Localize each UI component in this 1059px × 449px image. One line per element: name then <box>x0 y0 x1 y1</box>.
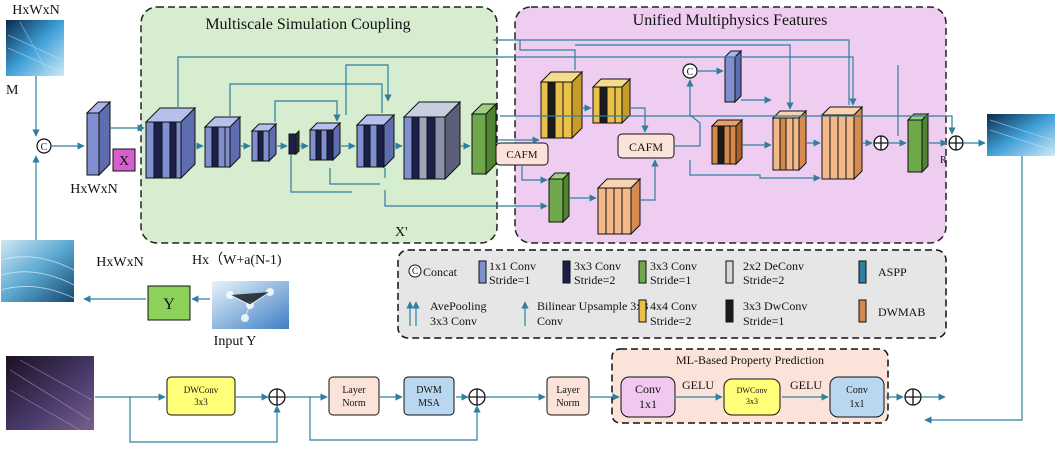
legend-aspp-icon <box>858 260 867 284</box>
green-layer-2 <box>547 171 571 224</box>
legend-concat-c: C <box>412 266 418 276</box>
layer-stack-3 <box>250 122 278 163</box>
cafm-label-2: CAFM <box>629 140 663 154</box>
dwconv-box <box>166 376 236 416</box>
gelu1-label: GELU <box>682 378 714 392</box>
legend-dwmab-icon <box>858 299 867 323</box>
legend-deconv-icon <box>725 260 734 284</box>
hx-image <box>0 240 75 302</box>
blue-small-layer <box>723 49 743 104</box>
hxwxn-left-label: HxWxN <box>96 255 143 270</box>
layer-stack-2 <box>203 115 242 169</box>
dwm-msa-l2: MSA <box>418 398 440 409</box>
m-label: M <box>6 83 19 98</box>
legend-3x3s2-l2: Stride=2 <box>574 273 615 287</box>
legend-dwconv-icon <box>725 299 734 323</box>
legend-concat-icon <box>408 264 422 278</box>
concat-c-left: C <box>41 142 48 153</box>
yellow-stack-1 <box>539 70 584 140</box>
layer-stack-7 <box>402 100 462 181</box>
conv1-l1: Conv <box>635 382 661 396</box>
layer-stack-5 <box>308 121 342 162</box>
dwm-msa-box <box>403 376 455 416</box>
x-box <box>112 148 136 172</box>
legend-deconv-l2: Stride=2 <box>743 273 784 287</box>
legend-box <box>397 249 947 339</box>
layernorm-box-2 <box>546 376 590 416</box>
green-layer-3 <box>906 112 930 174</box>
output-image <box>987 114 1055 156</box>
dwm-msa-l1: DWM <box>416 385 442 396</box>
layernorm-box-1 <box>328 376 380 416</box>
conv2-l2: 1x1 <box>850 399 865 410</box>
legend-dwconv-l1: 3x3 DwConv <box>743 299 807 313</box>
legend-3x3s2-icon <box>562 260 571 284</box>
orange-stack-3 <box>771 109 808 172</box>
bottom-arrows <box>95 393 946 443</box>
dwconv-l1: DWConv <box>184 385 219 395</box>
legend-deconv-l1: 2x2 DeConv <box>743 259 804 273</box>
legend-bilinear-l1: Bilinear Upsample 3x3 <box>537 299 648 313</box>
legend-4x4-l2: Stride=2 <box>650 314 691 328</box>
legend-3x3s1-l1: 3x3 Conv <box>650 259 697 273</box>
legend-arrows <box>406 301 529 326</box>
r-label: R <box>940 155 947 166</box>
conv-box-1 <box>620 376 676 418</box>
layer-stack-4 <box>288 129 300 156</box>
legend-bilinear-l2: Conv <box>537 314 563 328</box>
legend-aspp-label: ASPP <box>878 265 907 279</box>
flow-arrows <box>32 39 1023 424</box>
input-image-m <box>6 20 64 77</box>
legend-dwconv-l2: Stride=1 <box>743 314 784 328</box>
legend-1x1-icon <box>478 260 487 284</box>
dwconv-l2: 3x3 <box>194 397 208 407</box>
graphene-image <box>6 356 94 431</box>
legend-3x3s2-l1: 3x3 Conv <box>574 259 621 273</box>
layernorm1-l2: Norm <box>342 398 366 409</box>
layernorm2-l1: Layer <box>556 385 580 396</box>
y-box <box>147 285 191 321</box>
x-label: X <box>119 154 129 169</box>
ml-title: ML-Based Property Prediction <box>676 353 824 367</box>
conv2-l1: Conv <box>846 385 868 396</box>
green-layer-1 <box>470 102 498 176</box>
input-y-image <box>212 281 289 329</box>
layernorm2-l2: Norm <box>556 398 580 409</box>
layer-stack-1 <box>144 106 197 180</box>
cafm-label-1: CAFM <box>506 149 537 161</box>
multiscale-title: Multiscale Simulation Coupling <box>205 16 410 33</box>
x-prime-label: X' <box>395 225 408 240</box>
legend-3x3s1-l2: Stride=1 <box>650 273 691 287</box>
hxwxn-mid-label: HxWxN <box>70 182 117 197</box>
legend-concat-label: Concat <box>423 265 458 279</box>
concat-c-right: C <box>687 67 694 78</box>
orange-stack-1 <box>596 177 642 236</box>
conv-box-2 <box>829 376 885 418</box>
hxwxn-top-label: HxWxN <box>12 3 59 18</box>
legend-avepool-l2: 3x3 Conv <box>430 314 477 328</box>
conv1-l2: 1x1 <box>639 397 657 411</box>
dwconv2-l2: 3x3 <box>746 397 758 406</box>
legend-1x1-l2: Stride=1 <box>489 273 530 287</box>
orange-stack-4 <box>820 105 864 181</box>
dwconv-box-2 <box>723 378 781 416</box>
dwconv2-l1: DWConv <box>737 386 768 395</box>
legend-3x3s1-icon <box>638 260 647 284</box>
y-label: Y <box>163 296 175 313</box>
input-y-label: Input Y <box>214 334 257 349</box>
legend-4x4-l1: 4x4 Conv <box>650 299 697 313</box>
layer-stack-6 <box>355 113 396 169</box>
legend-1x1-l1: 1x1 Conv <box>489 259 536 273</box>
hx-formula-label: Hx（W+a(N-1) <box>192 252 282 268</box>
orange-stack-2 <box>710 118 744 166</box>
unified-title: Unified Multiphysics Features <box>633 12 828 29</box>
legend-4x4-icon <box>638 299 647 323</box>
legend-dwmab-label: DWMAB <box>878 305 925 319</box>
layernorm1-l1: Layer <box>342 385 366 396</box>
gelu2-label: GELU <box>790 378 822 392</box>
yellow-stack-2 <box>591 77 632 125</box>
legend-avepool-l1: AvePooling <box>430 299 486 313</box>
